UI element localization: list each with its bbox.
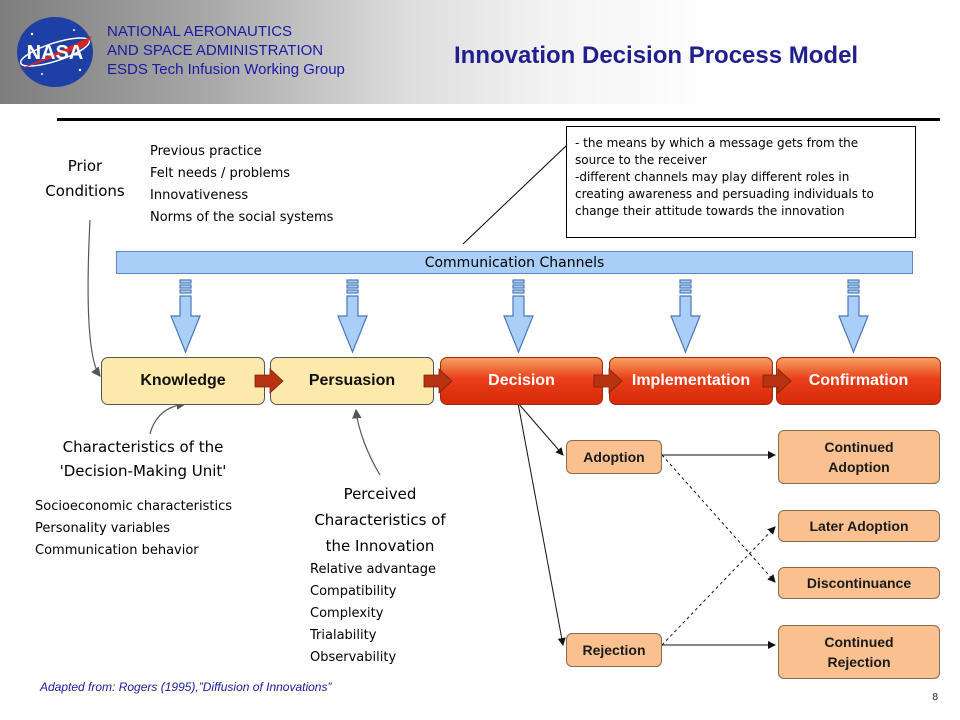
- decision-to-rejection-line: [517, 402, 566, 646]
- adoption-to-discontinuance-line: [661, 454, 776, 583]
- decision-unit-list: Socioeconomic characteristics Personalit…: [35, 496, 232, 562]
- list-item: Previous practice: [150, 144, 262, 159]
- outcome-later-adoption: Later Adoption: [778, 510, 940, 542]
- channel-down-arrow: [337, 279, 368, 354]
- perceived-characteristics-label: Perceived Characteristics of the Innovat…: [314, 485, 446, 555]
- list-item: Trialability: [310, 628, 377, 643]
- decision-unit-label: Characteristics of the 'Decision-Making …: [59, 438, 227, 480]
- svg-text:NASA: NASA: [27, 42, 84, 64]
- perceived-characteristics-arrow: [352, 408, 381, 476]
- agency-line: ESDS Tech Infusion Working Group: [107, 61, 345, 78]
- stage-connector-arrow: [762, 368, 792, 394]
- stage-connector-arrow: [423, 368, 453, 394]
- nasa-logo-icon: NASA: [17, 17, 93, 87]
- agency-name: NATIONAL AERONAUTICS AND SPACE ADMINISTR…: [107, 22, 345, 79]
- list-item: Compatibility: [310, 584, 397, 599]
- list-item: Norms of the social systems: [150, 210, 334, 225]
- header-divider: [57, 118, 940, 121]
- channel-down-arrow: [838, 279, 869, 354]
- list-item: Relative advantage: [310, 562, 436, 577]
- decision-rejection-box: Rejection: [566, 633, 662, 667]
- communication-channels-bar: Communication Channels: [116, 251, 913, 274]
- list-item: Complexity: [310, 606, 384, 621]
- decision-to-adoption-line: [517, 402, 564, 456]
- list-item: Personality variables: [35, 521, 171, 536]
- stage-connector-arrow: [593, 368, 623, 394]
- stage-persuasion: Persuasion: [270, 357, 434, 405]
- outcome-continued-rejection: Continued Rejection: [778, 625, 940, 679]
- stage-connector-arrow: [254, 368, 284, 394]
- page-number: 8: [932, 692, 939, 703]
- agency-line: NATIONAL AERONAUTICS: [107, 23, 293, 40]
- header-banner: [0, 0, 960, 104]
- channel-down-arrow: [170, 279, 201, 354]
- source-citation: Adapted from: Rogers (1995),”Diffusion o…: [40, 680, 332, 694]
- callout-leader-line: [462, 145, 567, 245]
- outcome-continued-adoption: Continued Adoption: [778, 430, 940, 484]
- list-item: Communication behavior: [35, 543, 199, 558]
- prior-conditions-label: Prior Conditions: [45, 157, 125, 200]
- stage-decision: Decision: [440, 357, 603, 405]
- prior-conditions-list: Previous practice Felt needs / problems …: [150, 141, 333, 229]
- list-item: Felt needs / problems: [150, 166, 291, 181]
- channel-down-arrow: [503, 279, 534, 354]
- decision-adoption-box: Adoption: [566, 440, 662, 474]
- list-item: Socioeconomic characteristics: [35, 499, 233, 514]
- page-title: Innovation Decision Process Model: [454, 42, 859, 69]
- stage-knowledge: Knowledge: [101, 357, 265, 405]
- prior-conditions-arrow: [87, 219, 101, 377]
- channel-definition-callout: - the means by which a message gets from…: [566, 126, 916, 238]
- agency-line: AND SPACE ADMINISTRATION: [107, 42, 324, 59]
- list-item: Innovativeness: [150, 188, 249, 203]
- stage-implementation: Implementation: [609, 357, 773, 405]
- outcome-discontinuance: Discontinuance: [778, 567, 940, 599]
- channel-down-arrow: [670, 279, 701, 354]
- perceived-characteristics-list: Relative advantage Compatibility Complex…: [310, 559, 436, 669]
- list-item: Observability: [310, 650, 397, 665]
